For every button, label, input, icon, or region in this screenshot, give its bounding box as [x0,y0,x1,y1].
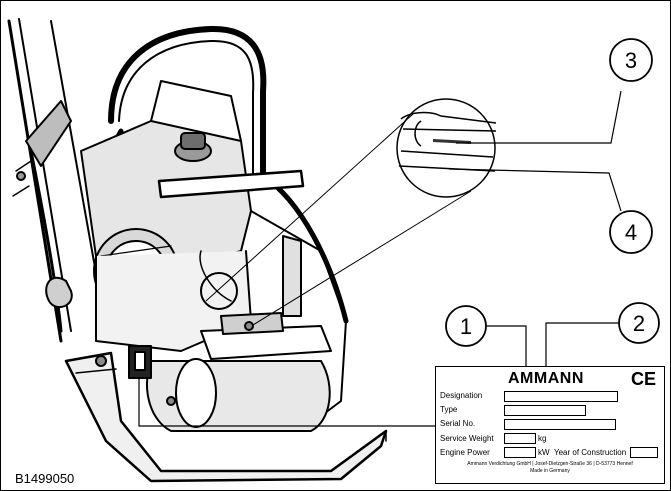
svg-text:4: 4 [625,220,637,245]
engine-power-box [504,447,536,458]
type-label: Type [440,405,458,414]
maker-info: Ammann Verdichtung GmbH | Josef-Dietzgen… [436,461,664,475]
maker-line: Ammann Verdichtung GmbH | Josef-Dietzgen… [467,461,633,467]
svg-text:3: 3 [625,48,637,73]
made-in: Made in Germany [530,468,570,474]
svg-text:1: 1 [460,314,472,339]
engine-power-label: Engine Power [440,448,490,457]
designation-box [504,391,618,402]
service-weight-label: Service Weight [440,434,494,443]
year-box [630,447,658,458]
callout-2: 2 [618,302,660,344]
callout-4: 4 [609,210,653,254]
ce-mark: CE [630,369,656,389]
callout-1: 1 [445,305,487,347]
power-unit: kW [538,448,550,457]
year-label: Year of Construction [554,448,627,457]
service-weight-box [504,433,536,444]
type-box [504,405,586,416]
designation-label: Designation [440,391,483,400]
plate-brand: AMMANN [508,370,584,387]
callout-3: 3 [609,38,653,82]
figure-id: B1499050 [15,471,75,486]
serial-label: Serial No. [440,419,476,428]
type-plate: AMMANN CE Designation Type Serial No. Se… [435,366,665,484]
svg-text:2: 2 [633,311,645,336]
weight-unit: kg [538,434,547,443]
serial-box [504,419,616,430]
